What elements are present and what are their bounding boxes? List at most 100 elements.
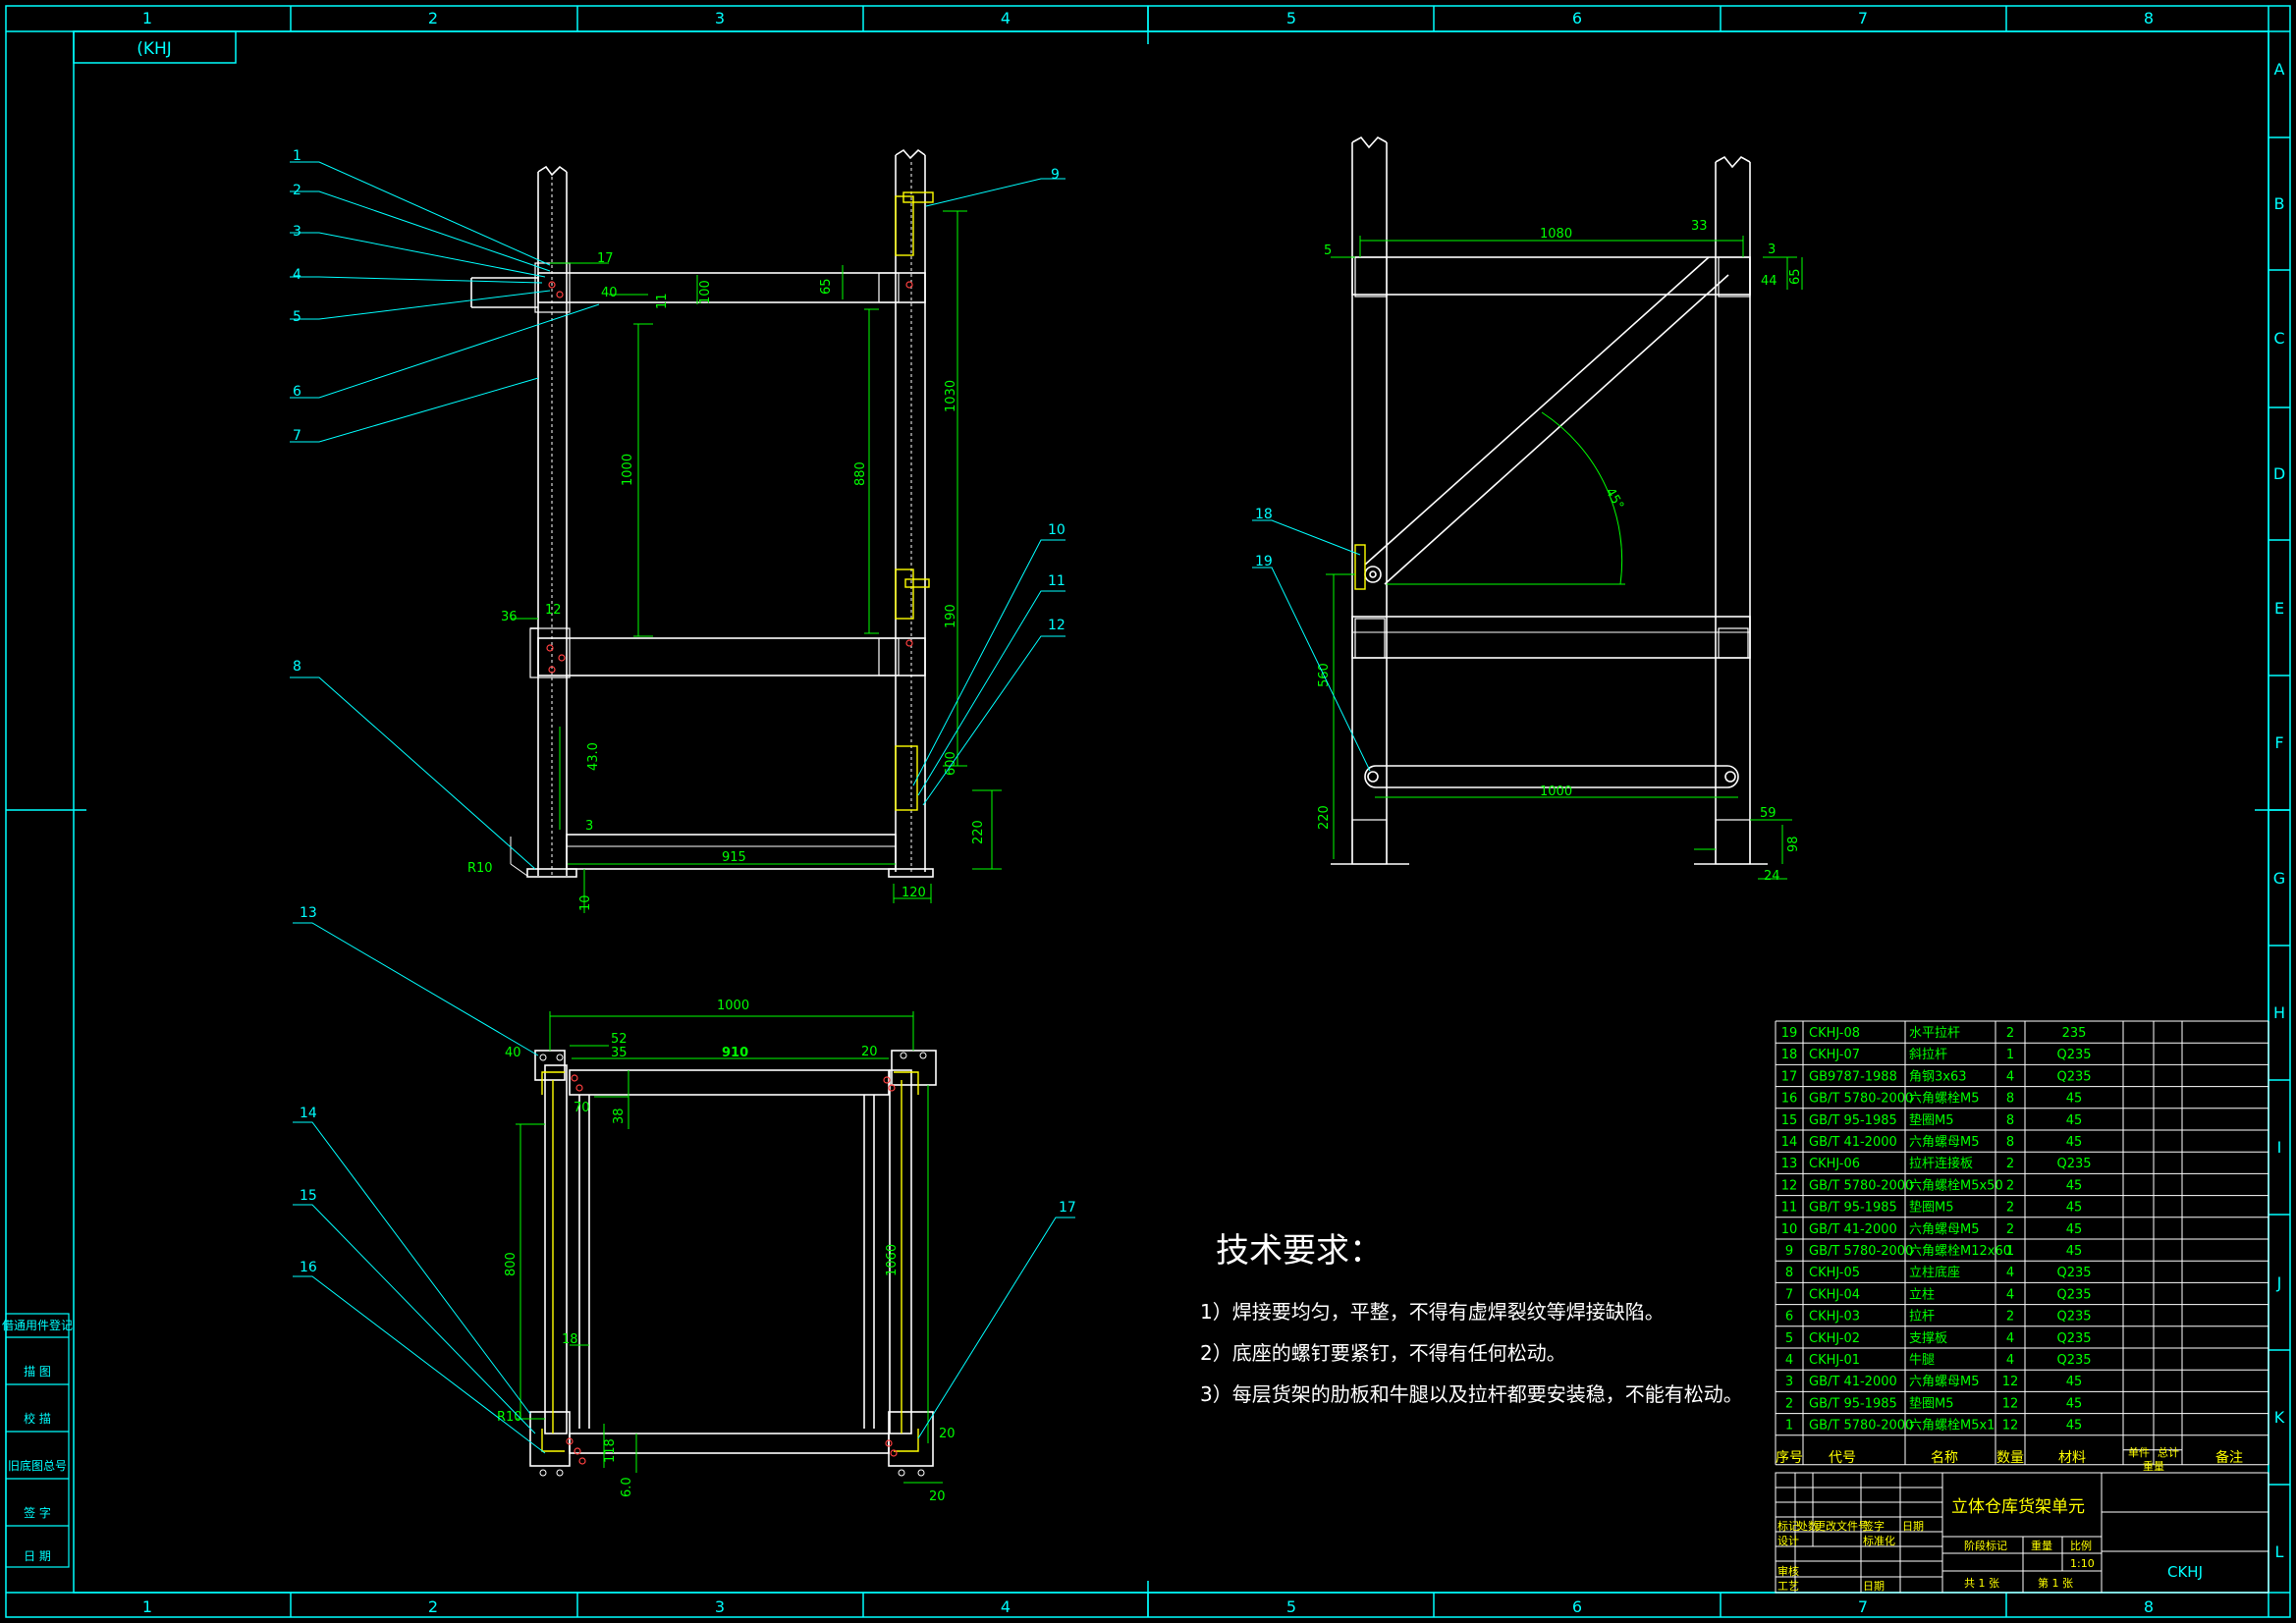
bom-cell: 17 (1781, 1069, 1798, 1084)
bom-header-cell: 数量 (1996, 1450, 2024, 1466)
dim-label: 20 (939, 1427, 956, 1441)
bom-cell: 立柱 (1909, 1287, 1935, 1302)
bom-cell: 12 (1781, 1178, 1798, 1193)
leader-label: 7 (293, 428, 301, 444)
bom-cell: 立柱底座 (1909, 1265, 1960, 1280)
title-rev-label: 处数 (1797, 1520, 1819, 1533)
bom-header-cell: 总计 (2158, 1445, 2179, 1459)
bom-cell: 45 (2066, 1375, 2083, 1389)
bom-cell: 2 (2006, 1201, 2014, 1216)
dim-label: 5 (1324, 243, 1332, 258)
bom-cell: 拉杆 (1909, 1310, 1935, 1325)
title-role-label: 审核 (1777, 1564, 1799, 1578)
bom-cell: 9 (1785, 1244, 1793, 1259)
dim-label: 59 (1760, 806, 1777, 821)
dim-label: 1000 (621, 454, 635, 486)
bom-cell: Q235 (2056, 1287, 2091, 1302)
plan-view-leaders (293, 922, 1075, 1454)
plan-view-dims (516, 1011, 943, 1484)
leader-label: 17 (1059, 1200, 1076, 1216)
leader-label: 6 (293, 384, 301, 400)
bom-cell: 8 (2006, 1113, 2014, 1128)
bom-cell: 1 (2006, 1048, 2014, 1062)
title-scale-label: 比例 (2070, 1539, 2092, 1552)
drawing-frame (5, 5, 2291, 1618)
drawing-code-mirrored: (KHJ (137, 39, 172, 59)
grid-row: D (2273, 464, 2285, 483)
bom-cell: Q235 (2056, 1048, 2091, 1062)
dim-label: 800 (504, 1252, 519, 1276)
bom-cell: 4 (2006, 1331, 2014, 1346)
dim-label: R10 (467, 861, 493, 876)
grid-row: A (2274, 60, 2285, 79)
sidebar-label: 旧底图总号 (8, 1458, 67, 1473)
dim-label: 910 (722, 1046, 748, 1060)
front-view-dims (511, 210, 1002, 913)
dim-label: 33 (1691, 219, 1708, 234)
dim-label: 220 (1317, 805, 1332, 830)
leader-label: 10 (1048, 522, 1066, 538)
dim-label: 3 (1768, 243, 1776, 257)
tech-item: 2）底座的螺钉要紧钉，不得有任何松动。 (1200, 1341, 1566, 1365)
leader-label: 16 (300, 1260, 317, 1275)
grid-col-top: 4 (1001, 9, 1011, 27)
title-rev-label: 更改文件号 (1815, 1519, 1869, 1533)
bom-cell: 角钢3x63 (1909, 1069, 1967, 1084)
bom-cell: 1 (1785, 1419, 1793, 1434)
title-block (1775, 1472, 2269, 1594)
grid-col-bottom: 7 (1858, 1597, 1868, 1616)
tech-heading: 技术要求： (1216, 1231, 1383, 1271)
grid-row: B (2274, 194, 2285, 213)
bom-cell: 6 (1785, 1310, 1793, 1325)
dim-label: 17 (597, 251, 614, 266)
bom-cell: 5 (1785, 1331, 1793, 1346)
dim-label: R10 (497, 1410, 522, 1425)
bom-cell: 六角螺母M5 (1909, 1375, 1980, 1389)
bom-cell: 19 (1781, 1026, 1798, 1041)
bom-cell: CKHJ-08 (1809, 1026, 1860, 1041)
dim-label: 18 (562, 1332, 578, 1347)
bom-cell: GB/T 5780-2000 (1809, 1092, 1913, 1107)
bom-cell: 六角螺栓M12x60 (1909, 1244, 2011, 1259)
bom-cell: 12 (2002, 1375, 2019, 1389)
bom-header-cell: 序号 (1776, 1450, 1803, 1466)
dim-label: 118 (603, 1438, 618, 1463)
dim-label: 52 (611, 1032, 628, 1047)
dim-label: 1060 (885, 1244, 900, 1276)
bom-cell: 45 (2066, 1419, 2083, 1434)
dim-label: 35 (611, 1046, 628, 1060)
bom-header-cell: 材料 (2058, 1450, 2086, 1466)
plan-view-bolts (539, 1052, 927, 1477)
grid-col-bottom: 4 (1001, 1597, 1011, 1616)
title-role-label: 工艺 (1777, 1580, 1799, 1593)
leader-label: 18 (1255, 507, 1273, 522)
leader-label: 13 (300, 905, 317, 921)
bom-cell: 2 (2006, 1157, 2014, 1171)
bom-cell: CKHJ-03 (1809, 1310, 1860, 1325)
grid-col-top: 7 (1858, 9, 1868, 27)
dim-label: 24 (1764, 869, 1780, 884)
title-weight-label: 重量 (2031, 1539, 2052, 1552)
bom-cell: 六角螺栓M5x1 (1909, 1419, 1995, 1434)
bom-cell: 8 (2006, 1135, 2014, 1150)
bom-cell: 45 (2066, 1244, 2083, 1259)
title-rev-label: 签字 (1863, 1519, 1885, 1533)
side-view-brackets (1354, 544, 1366, 590)
grid-col-top: 8 (2144, 9, 2154, 27)
sidebar-label: 描 图 (24, 1365, 51, 1379)
bom-cell: GB/T 5780-2000 (1809, 1419, 1913, 1434)
dim-label: 10 (578, 894, 593, 911)
bom-cell: 垫圈M5 (1909, 1112, 1954, 1128)
grid-col-bottom: 2 (428, 1597, 438, 1616)
dim-label: 100 (698, 280, 713, 304)
grid-labels: 1 2 3 4 5 6 7 8 1 2 3 4 5 6 7 8 A B C D … (142, 9, 2285, 1616)
dim-label: 98 (1786, 836, 1801, 852)
bom-cell: GB/T 95-1985 (1809, 1113, 1897, 1128)
plan-view (529, 1050, 937, 1467)
grid-col-bottom: 6 (1572, 1597, 1582, 1616)
dim-label: 65 (819, 278, 834, 295)
title-scale-value: 1:10 (2070, 1557, 2095, 1570)
dim-label: 1000 (1540, 784, 1572, 799)
dim-label: 880 (853, 461, 868, 486)
